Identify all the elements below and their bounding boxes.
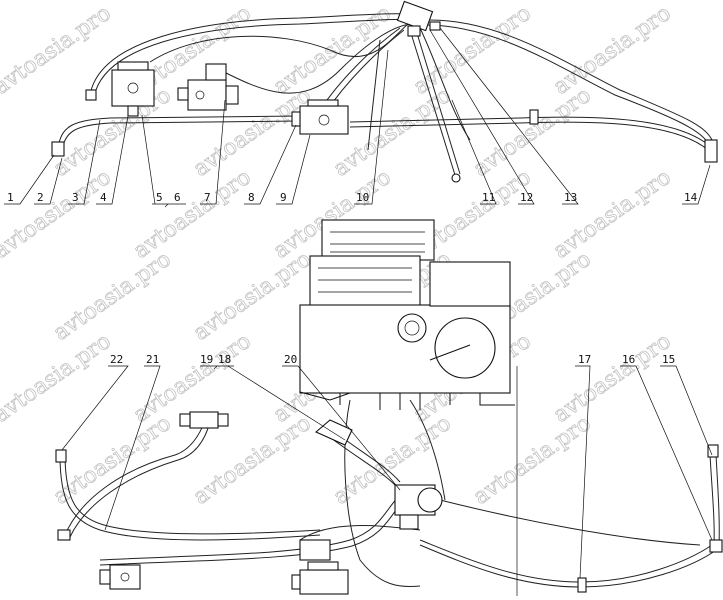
callout-21: 21 [146, 353, 159, 366]
callout-14: 14 [684, 191, 698, 204]
watermark-text: avtoasia.pro [0, 329, 116, 428]
bottom-hose-assembly [55, 399, 723, 595]
watermark-text: avtoasia.pro [549, 1, 676, 100]
callout-5: 5 [156, 191, 163, 204]
callout-4: 4 [100, 191, 107, 204]
top-callouts: 1 2 3 4 5 6 7 8 9 10 11 12 13 14 [4, 27, 711, 208]
watermark-text: avtoasia.pro [129, 165, 256, 264]
watermark-text: avtoasia.pro [469, 411, 596, 510]
callout-2: 2 [37, 191, 44, 204]
watermark-text: avtoasia.pro [49, 247, 176, 346]
bottom-callouts: 22 21 19 18 20 17 16 15 [61, 353, 713, 596]
callout-11: 11 [482, 191, 495, 204]
callout-6: 6 [174, 191, 181, 204]
callout-13: 13 [564, 191, 577, 204]
callout-9: 9 [280, 191, 287, 204]
watermark-text: avtoasia.pro [469, 83, 596, 182]
watermark-text: avtoasia.pro [189, 247, 316, 346]
callout-12: 12 [520, 191, 533, 204]
callout-10: 10 [356, 191, 369, 204]
callout-8: 8 [248, 191, 255, 204]
callout-7: 7 [204, 191, 211, 204]
watermark-text: avtoasia.pro [549, 165, 676, 264]
top-hose-assembly [51, 0, 718, 183]
callout-19: 19 [200, 353, 213, 366]
callout-15: 15 [662, 353, 675, 366]
callout-22: 22 [110, 353, 123, 366]
callout-17: 17 [578, 353, 591, 366]
watermark-text: avtoasia.pro [0, 165, 116, 264]
callout-3: 3 [72, 191, 79, 204]
tank-unit [299, 219, 515, 410]
callout-1: 1 [7, 191, 14, 204]
callout-20: 20 [284, 353, 297, 366]
callout-18: 18 [218, 353, 231, 366]
callout-16: 16 [622, 353, 635, 366]
